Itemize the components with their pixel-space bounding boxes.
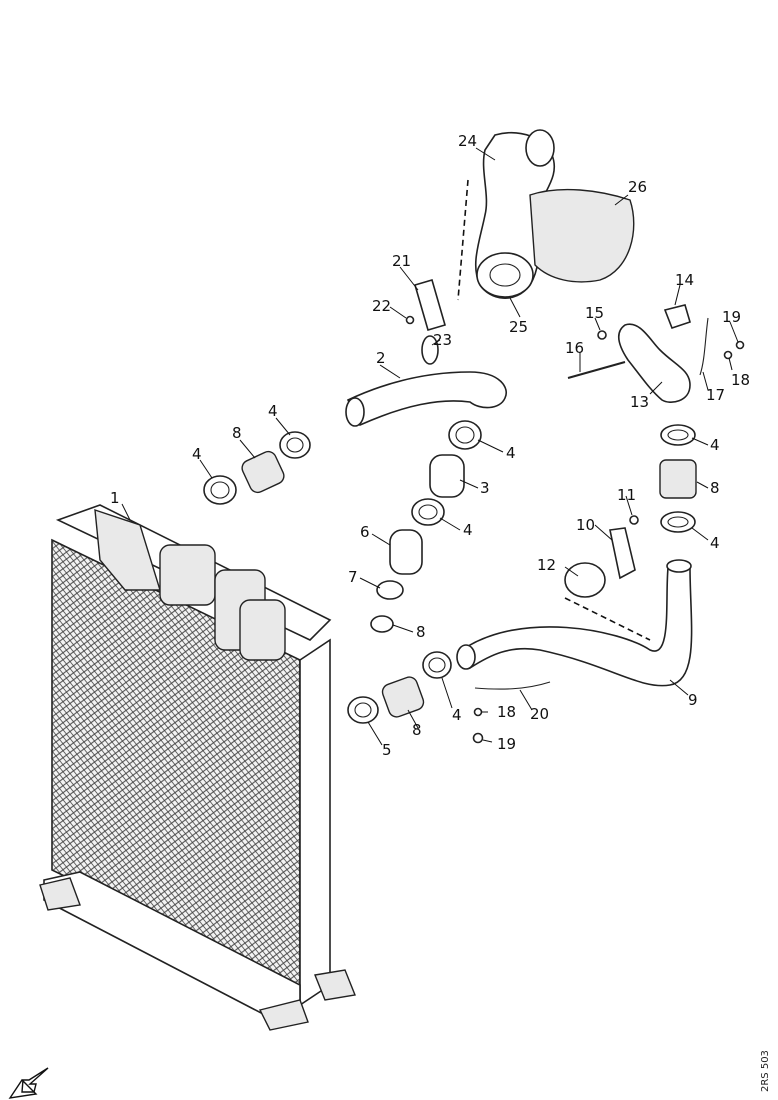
callout-label: 17 (706, 386, 725, 404)
callout-label: 4 (452, 706, 462, 724)
flange-12 (564, 562, 606, 598)
callout-label: 4 (192, 445, 202, 463)
nut-18-upper (723, 350, 733, 360)
callout-label: 26 (628, 178, 647, 196)
callout-label: 4 (463, 521, 473, 539)
callout-numbers: 1 2 3 4 4 4 4 4 4 4 5 6 7 8 8 8 8 9 10 1… (110, 132, 750, 759)
hose-clamp (203, 420, 696, 724)
hose-2 (346, 371, 507, 427)
elbow-13 (618, 323, 691, 403)
rod-20 (474, 681, 551, 690)
callout-label: 3 (480, 479, 490, 497)
leader-lines (121, 147, 739, 746)
callout-label: 4 (506, 444, 516, 462)
bracket-21 (414, 279, 446, 331)
bracket-10 (609, 527, 636, 580)
callout-label: 8 (710, 479, 720, 497)
part-6-ring (376, 580, 404, 600)
callout-label: 15 (585, 304, 604, 322)
front-direction-arrow-icon (8, 1067, 49, 1099)
callout-label: 18 (497, 703, 516, 721)
callout-label: 18 (731, 371, 750, 389)
callout-label: 14 (675, 271, 694, 289)
callout-label: 8 (232, 424, 242, 442)
callout-label: 1 (110, 489, 120, 507)
nut-18-lower (473, 707, 483, 717)
callout-label: 6 (360, 523, 370, 541)
callout-label: 2 (376, 349, 386, 367)
sleeve-3 (429, 454, 465, 498)
reference-code: 2RS 503 (760, 1050, 771, 1092)
callout-label: 19 (497, 735, 516, 753)
callout-label: 20 (530, 705, 549, 723)
sleeve-5 (389, 529, 423, 575)
callout-label: 21 (392, 252, 411, 270)
callout-label: 11 (617, 486, 636, 504)
nut-19-lower (472, 732, 484, 744)
bolt-11 (629, 515, 639, 525)
callout-label: 19 (722, 308, 741, 326)
turbo-mount-line (457, 179, 469, 301)
callout-label: 13 (630, 393, 649, 411)
bolt-15 (597, 330, 607, 340)
radiator-core (39, 504, 356, 1031)
callout-label: 9 (688, 691, 698, 709)
callout-label: 8 (416, 623, 426, 641)
callout-label: 12 (537, 556, 556, 574)
callout-label: 25 (509, 318, 528, 336)
hose-coupling (241, 450, 697, 718)
callout-label: 4 (268, 402, 278, 420)
callout-label: 16 (565, 339, 584, 357)
nut-19-upper (735, 340, 745, 350)
stud-16 (567, 361, 626, 379)
hose-2-end (345, 397, 365, 427)
hose-9-top (666, 559, 692, 573)
callout-label: 10 (576, 516, 595, 534)
callout-label: 7 (348, 568, 358, 586)
turbocharger-assembly (474, 129, 635, 299)
callout-label: 4 (710, 534, 720, 552)
cap-14 (663, 304, 691, 329)
callout-label: 8 (412, 721, 422, 739)
rod-17 (699, 317, 709, 376)
gasket-23 (421, 335, 439, 365)
callout-label: 24 (458, 132, 477, 150)
callout-label: 23 (433, 331, 452, 349)
part-7-ring (370, 615, 394, 633)
bolt-22 (405, 315, 415, 325)
callout-label: 5 (382, 741, 392, 759)
callout-label: 4 (710, 436, 720, 454)
callout-label: 22 (372, 297, 391, 315)
hose-9 (460, 567, 693, 687)
hose-9-end (456, 644, 476, 670)
mount-line (564, 597, 651, 641)
